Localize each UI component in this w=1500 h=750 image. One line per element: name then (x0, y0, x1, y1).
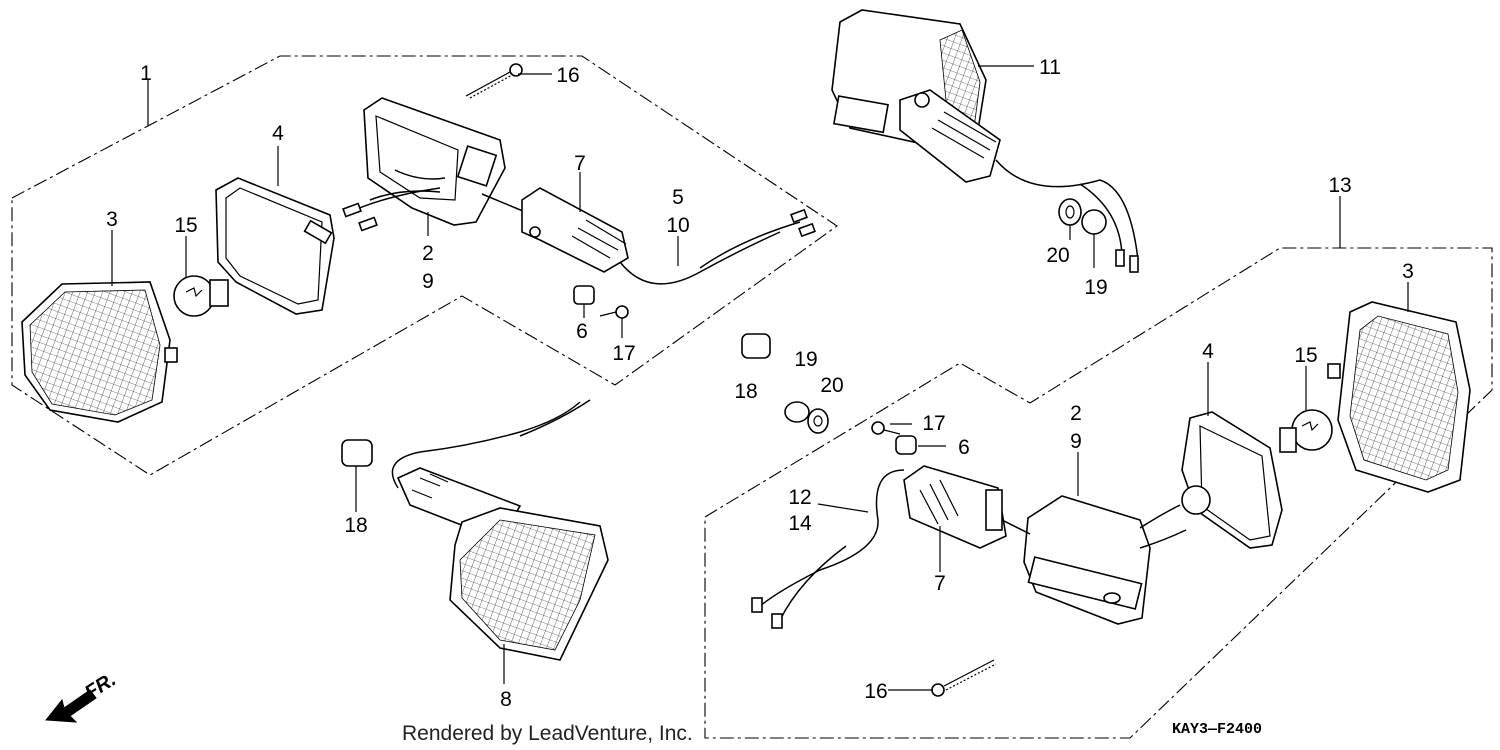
signal-body-right (1023, 495, 1187, 625)
callout-2-right: 2 (1070, 402, 1082, 425)
lens-housing-right (1181, 411, 1283, 549)
front-arrow-icon (45, 689, 97, 723)
lens-left (21, 281, 178, 423)
callout-1: 1 (140, 62, 152, 85)
washer-20-right (1058, 198, 1082, 226)
callout-2-left: 2 (422, 242, 434, 265)
washer-19-middle (784, 401, 810, 423)
callout-14: 14 (788, 512, 812, 535)
callout-18-lower: 18 (344, 514, 367, 537)
lens-right (1327, 301, 1471, 493)
screw-16-bottom (931, 659, 997, 697)
callout-15-left: 15 (174, 214, 197, 237)
lens-housing-left (215, 177, 335, 315)
screw-16-top (465, 63, 523, 99)
washer-20-middle (807, 408, 829, 434)
credit-text: Rendered by LeadVenture, Inc. (402, 722, 693, 745)
stalk-right (903, 465, 1031, 549)
bulb-right (1279, 409, 1333, 453)
diagram-code: KAY3—F2400 (1172, 721, 1262, 738)
signal-body-left (342, 97, 506, 232)
wire-left (619, 208, 816, 285)
callout-6-right: 6 (958, 436, 970, 459)
rear-signal-left (341, 399, 609, 661)
rear-signal-right (831, 9, 1139, 273)
bulb-left (173, 275, 229, 317)
callout-19-right: 19 (1084, 276, 1107, 299)
callout-17-left: 17 (612, 342, 635, 365)
screw-17-left (599, 305, 629, 319)
callout-17-right: 17 (922, 412, 945, 435)
nut-6-left (573, 285, 595, 305)
callout-5: 5 (672, 186, 684, 209)
callout-16-top: 16 (556, 64, 579, 87)
callout-16-bottom: 16 (864, 680, 887, 703)
wire-right (751, 469, 905, 629)
callout-3-left: 3 (106, 208, 118, 231)
stalk-left (481, 187, 629, 273)
callout-8: 8 (500, 688, 512, 711)
callout-18-middle: 18 (734, 380, 757, 403)
callout-10: 10 (666, 214, 689, 237)
nut-18-middle (741, 333, 771, 359)
callout-4-left: 4 (272, 122, 284, 145)
callout-13: 13 (1328, 174, 1351, 197)
callout-9-right: 9 (1070, 430, 1082, 453)
screw-17-right (871, 421, 901, 435)
callout-11: 11 (1039, 56, 1061, 79)
assembly-outline-front-left (11, 55, 838, 476)
callout-6-left: 6 (576, 320, 588, 343)
callout-4-right: 4 (1202, 340, 1214, 363)
callout-3-right: 3 (1402, 260, 1414, 283)
callout-20-right: 20 (1046, 244, 1069, 267)
callout-7-left: 7 (574, 152, 586, 175)
callout-9-left: 9 (422, 270, 434, 293)
callout-19-middle: 19 (794, 348, 817, 371)
callout-12: 12 (788, 486, 811, 509)
callout-15-right: 15 (1294, 344, 1317, 367)
leader-lines (111, 65, 1409, 691)
nut-6-right (895, 435, 917, 455)
callout-20-middle: 20 (820, 374, 843, 397)
nut-19-right (1081, 209, 1107, 235)
callout-7-right: 7 (934, 572, 946, 595)
assembly-outline-front-right (704, 247, 1493, 739)
